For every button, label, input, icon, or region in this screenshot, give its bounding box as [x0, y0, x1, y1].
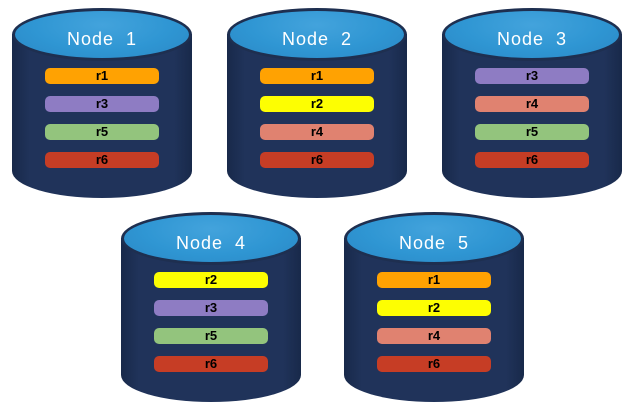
node-label: Node 1	[66, 28, 138, 49]
cylinder-body	[227, 34, 407, 198]
replica-bar: r5	[45, 124, 159, 140]
replica-bar: r5	[475, 124, 589, 140]
node-label: Node 5	[398, 232, 470, 253]
cylinder-top: Node 3	[442, 8, 622, 61]
node-cylinder-5: Node 5 r1 r2 r4 r6	[344, 212, 524, 402]
replica-list: r1 r2 r4 r6	[344, 272, 524, 372]
replica-bar: r6	[260, 152, 374, 168]
node-cylinder-1: Node 1 r1 r3 r5 r6	[12, 8, 192, 198]
replica-bar: r1	[45, 68, 159, 84]
replica-list: r3 r4 r5 r6	[442, 68, 622, 168]
replica-list: r1 r3 r5 r6	[12, 68, 192, 168]
cylinder-body	[442, 34, 622, 198]
replica-bar: r6	[377, 356, 491, 372]
cylinder-top: Node 2	[227, 8, 407, 61]
replica-bar: r2	[260, 96, 374, 112]
cylinder-body	[12, 34, 192, 198]
replica-bar: r3	[154, 300, 268, 316]
node-label: Node 2	[281, 28, 353, 49]
node-label: Node 4	[175, 232, 247, 253]
cylinder-top: Node 4	[121, 212, 301, 265]
replica-bar: r4	[377, 328, 491, 344]
replica-list: r2 r3 r5 r6	[121, 272, 301, 372]
cylinder-top: Node 1	[12, 8, 192, 61]
replica-bar: r6	[45, 152, 159, 168]
node-cylinder-2: Node 2 r1 r2 r4 r6	[227, 8, 407, 198]
node-cylinder-3: Node 3 r3 r4 r5 r6	[442, 8, 622, 198]
replica-bar: r5	[154, 328, 268, 344]
cylinder-body	[121, 238, 301, 402]
replica-bar: r1	[377, 272, 491, 288]
replica-bar: r4	[475, 96, 589, 112]
cylinder-body	[344, 238, 524, 402]
replica-bar: r1	[260, 68, 374, 84]
cylinder-top: Node 5	[344, 212, 524, 265]
replica-bar: r3	[475, 68, 589, 84]
replica-bar: r6	[475, 152, 589, 168]
replica-bar: r2	[377, 300, 491, 316]
replica-bar: r6	[154, 356, 268, 372]
replica-bar: r2	[154, 272, 268, 288]
replica-bar: r4	[260, 124, 374, 140]
node-label: Node 3	[496, 28, 568, 49]
node-cylinder-4: Node 4 r2 r3 r5 r6	[121, 212, 301, 402]
replica-bar: r3	[45, 96, 159, 112]
replica-list: r1 r2 r4 r6	[227, 68, 407, 168]
